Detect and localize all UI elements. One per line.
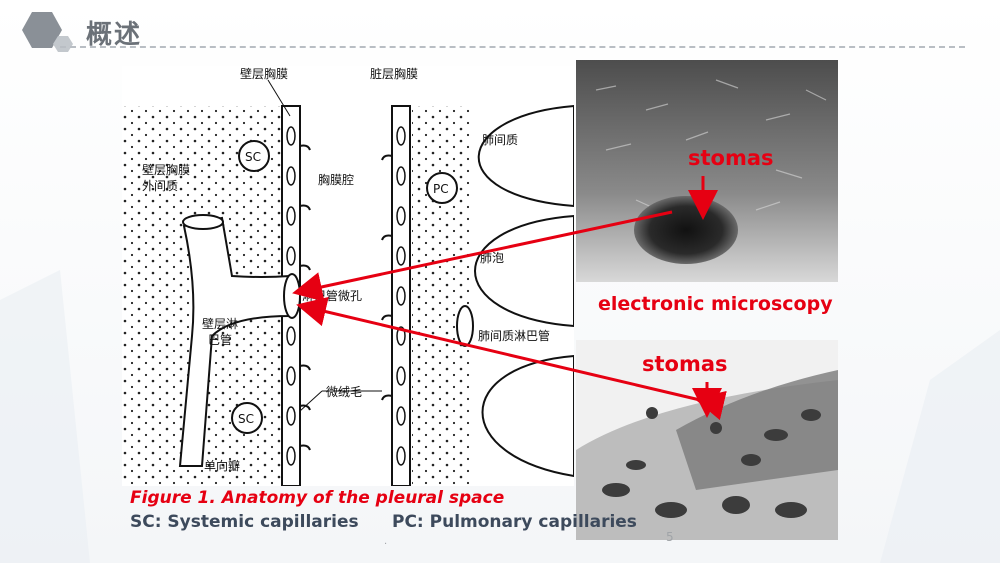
electron-microscopy-label: electronic microscopy	[598, 293, 833, 315]
label-lung-interstitium: 肺间质	[482, 133, 518, 147]
systemic-capillary-lower	[231, 402, 263, 434]
lung-interstitium	[412, 106, 472, 486]
pulmonary-capillary	[426, 172, 458, 204]
figure-caption: Figure 1. Anatomy of the pleural space	[130, 488, 505, 508]
slide-title: 概述	[86, 20, 143, 50]
lymphatic-stoma	[283, 273, 301, 319]
stomas-label-bottom: stomas	[642, 352, 728, 376]
alveolus-middle	[474, 214, 574, 328]
alveolus-lower	[481, 354, 574, 478]
stray-dot: .	[384, 536, 388, 547]
label-sc-upper: SC	[245, 150, 261, 164]
label-interstitial-lymph: 肺间质淋巴管	[478, 328, 550, 343]
alveolus-upper	[477, 104, 574, 208]
interstitial-lymphatic	[456, 305, 474, 347]
label-valve: 单向瓣	[204, 458, 240, 473]
label-visceral-pleura: 脏层胸膜	[370, 66, 418, 81]
electron-micrograph-top	[576, 60, 838, 282]
systemic-capillary-upper	[238, 140, 270, 172]
label-parietal-interstitium-2: 外间质	[142, 179, 178, 193]
label-alveolus: 肺泡	[480, 251, 504, 265]
label-stoma: 淋巴管微孔	[302, 288, 362, 303]
label-microvilli: 微绒毛	[326, 385, 362, 399]
title-divider	[60, 46, 965, 48]
label-sc-lower: SC	[238, 412, 254, 426]
label-pleural-cavity: 胸膜腔	[318, 172, 354, 187]
page-number: 5	[666, 530, 674, 544]
stomas-label-top: stomas	[688, 146, 774, 170]
parietal-lymphatic-vessel	[178, 216, 291, 467]
label-parietal-lymph-1: 壁层淋	[202, 316, 238, 331]
hexagon-decor-icon	[22, 12, 73, 52]
label-parietal-lymph-2: 巴管	[208, 332, 232, 347]
label-pc: PC	[433, 182, 449, 196]
label-parietal-interstitium-1: 壁层胸膜	[142, 162, 190, 177]
pc-definition: PC: Pulmonary capillaries	[392, 512, 637, 532]
pleural-anatomy-diagram: 壁层胸膜 脏层胸膜 肺间质 SC PC 壁层胸膜 外间质 胸膜腔 肺泡 淋巴管微…	[122, 66, 574, 486]
sc-definition: SC: Systemic capillaries	[130, 512, 359, 532]
label-parietal-pleura: 壁层胸膜	[240, 66, 288, 81]
